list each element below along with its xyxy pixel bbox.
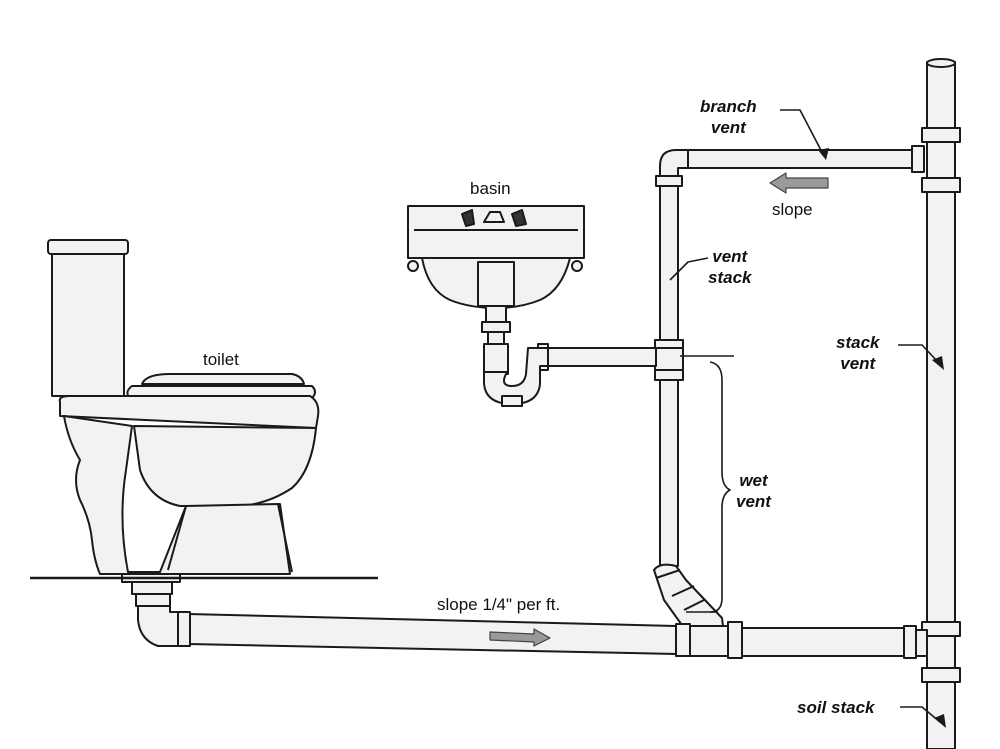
vent-stack-label-line-2: stack	[708, 268, 752, 287]
main-drain-pipe	[175, 611, 928, 659]
wet-vent-label-line-2: vent	[736, 492, 771, 511]
wet-vent-brace	[680, 355, 734, 613]
basin-drawing	[407, 205, 585, 347]
stack-vent-label: stack vent	[836, 332, 879, 374]
vent-stack-pipe	[654, 185, 684, 567]
vent-stack-label-line-1: vent	[712, 247, 748, 266]
basin-label: basin	[470, 179, 511, 198]
wet-vent-label: wet vent	[736, 470, 771, 512]
vent-stack-label: vent stack	[708, 246, 751, 288]
slope-label-bottom: slope 1/4" per ft.	[437, 595, 561, 614]
branch-vent-pipe	[655, 145, 925, 187]
stack-vent-label-line-1: stack	[836, 333, 880, 352]
slope-label-top: slope	[772, 200, 813, 219]
soil-stack-label: soil stack	[797, 698, 875, 717]
wye-fitting	[653, 563, 725, 641]
callout-lines	[669, 109, 941, 723]
slope-arrow-drain	[489, 628, 551, 647]
branch-vent-label-line-1: branch	[700, 97, 757, 116]
toilet-drawing	[47, 239, 320, 575]
slope-arrow-branch	[769, 172, 829, 194]
branch-vent-label-line-2: vent	[710, 118, 746, 137]
branch-vent-label: branch vent	[700, 96, 757, 138]
callout-arrowheads	[818, 148, 946, 728]
toilet-label: toilet	[203, 350, 239, 369]
basin-drain-arm	[537, 343, 657, 371]
main-stack	[921, 58, 961, 749]
toilet-outlet-elbow	[121, 571, 181, 647]
wet-vent-label-line-1: wet	[739, 471, 768, 490]
p-trap	[483, 343, 549, 407]
stack-vent-label-line-2: vent	[840, 354, 876, 373]
